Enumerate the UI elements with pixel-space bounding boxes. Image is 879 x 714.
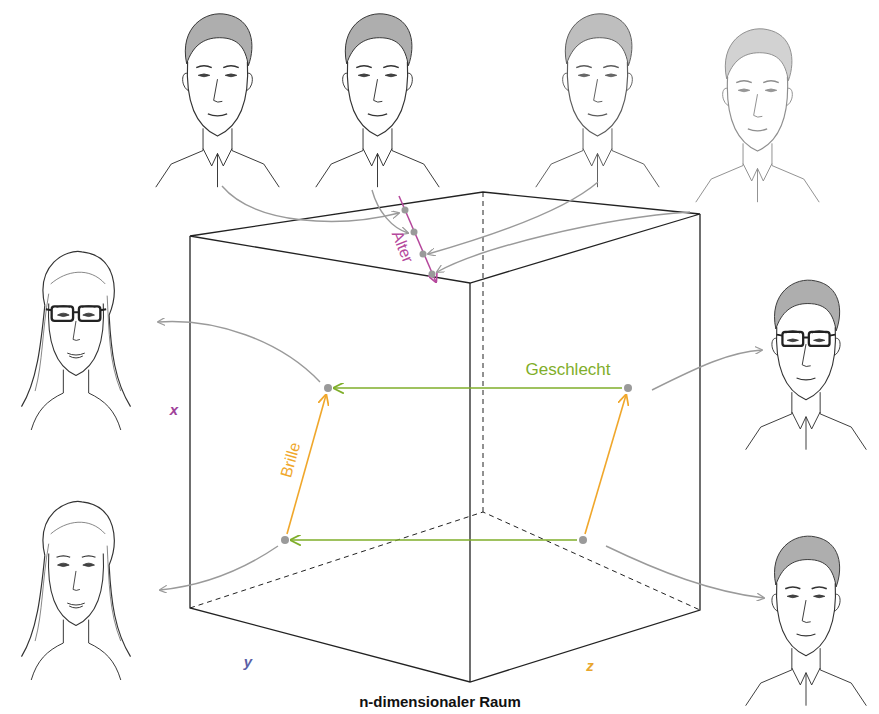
face-woman [21, 501, 130, 680]
face-young-man [156, 14, 279, 187]
face-man-glasses [746, 280, 867, 450]
point [281, 536, 289, 544]
label-holder: z [586, 657, 594, 675]
cube-hidden-edge [190, 192, 700, 610]
glasses-arrow [585, 395, 626, 534]
gender-arrow [334, 387, 622, 389]
cube [190, 192, 700, 682]
vector-label: Geschlecht [525, 360, 610, 380]
point [402, 207, 409, 214]
mapping-arrow [652, 350, 762, 390]
glasses [777, 332, 835, 346]
mapping-arrow [437, 212, 690, 272]
face-man-plain [746, 536, 867, 706]
mapping-arrow [158, 322, 320, 382]
label-holder: Brille [277, 440, 304, 479]
point [420, 251, 427, 258]
label-holder: x [170, 401, 178, 419]
label-holder: y [244, 653, 252, 671]
vector-label: Brille [277, 440, 304, 479]
point [411, 229, 418, 236]
points [281, 207, 632, 545]
label-holder: n-dimensionaler Raum [359, 693, 521, 711]
gender-arrow [291, 539, 577, 541]
face-old-man [696, 29, 819, 202]
glasses [46, 306, 106, 321]
point [579, 536, 587, 544]
mapping-arrow [606, 546, 764, 598]
face-man [316, 14, 439, 187]
axis-letter: y [244, 653, 252, 670]
mapping-arrow [372, 190, 408, 233]
mapping-arrow [160, 546, 278, 590]
face-older-man [536, 14, 659, 187]
label-holder: Geschlecht [525, 360, 610, 380]
cube-edge [190, 214, 700, 682]
point [429, 271, 436, 278]
axis-letter: z [586, 657, 594, 674]
axis-letter: x [170, 401, 178, 418]
mapping-arrows [158, 182, 764, 598]
face-woman-glasses [21, 251, 130, 430]
point [624, 384, 632, 392]
point [324, 384, 332, 392]
caption: n-dimensionaler Raum [359, 693, 521, 710]
label-holder: Alter [387, 228, 416, 265]
cube-edge [190, 192, 700, 283]
axis-label: Alter [387, 228, 416, 265]
